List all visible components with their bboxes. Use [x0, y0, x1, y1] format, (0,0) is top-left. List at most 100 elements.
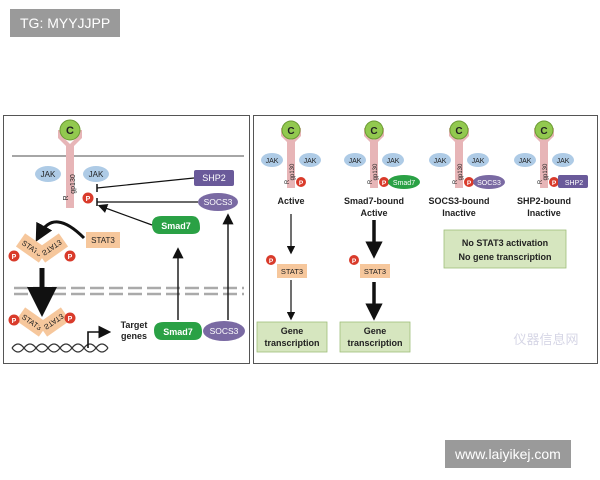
state-line1: SHP2-bound	[517, 196, 571, 206]
website-badge: www.laiyikej.com	[445, 440, 571, 468]
receptor-phospho	[464, 177, 474, 187]
svg-text:P: P	[68, 254, 73, 261]
receptor-gp130-label: gp130	[290, 163, 296, 180]
channel-text: TG: MYYJJPP	[20, 15, 111, 31]
receptor-phospho-label: P	[552, 180, 557, 187]
socs3-top-label: SOCS3	[204, 197, 233, 207]
receptor-r-label: R	[368, 179, 374, 184]
jak-label: JAK	[434, 158, 447, 165]
stat3-free	[86, 232, 120, 248]
receptor-gp130-label: gp130	[543, 163, 549, 180]
smad7-bottom	[154, 322, 202, 340]
gp130-receptor	[58, 130, 82, 208]
cytokine-ligand	[364, 120, 384, 140]
jak-label: JAK	[519, 158, 532, 165]
socs3-bottom	[203, 321, 245, 341]
svg-text:STAT3: STAT3	[364, 267, 386, 276]
receptor-phospho	[296, 177, 306, 187]
state-line2: Inactive	[527, 208, 561, 218]
jak	[344, 153, 366, 167]
jak	[429, 153, 451, 167]
socs3-top	[198, 193, 238, 211]
jak-right-label: JAK	[89, 170, 104, 179]
jak-label: JAK	[472, 158, 485, 165]
transcription-start-arrow	[87, 325, 112, 348]
smad7-top	[152, 216, 200, 234]
jak	[382, 153, 404, 167]
jak-label: JAK	[387, 158, 400, 165]
state-line2: Inactive	[442, 208, 476, 218]
bound-label: SOCS3	[477, 180, 501, 187]
jak	[514, 153, 536, 167]
channel-badge: TG: MYYJJPP	[10, 9, 121, 37]
left-pathway-diagram: C JAK JAK R gp130 P SHP2 SOCS3 Smad7 STA…	[8, 119, 245, 353]
no-activation-box	[443, 229, 567, 269]
smad7-binding-arrow	[97, 203, 153, 226]
cytokine-ligand	[449, 120, 469, 140]
state-line1: Smad7-bound	[344, 196, 404, 206]
col2-stat3	[360, 264, 390, 278]
receptor-phospho	[82, 192, 94, 204]
receptor-phospho-label: P	[86, 196, 91, 203]
svg-text:P: P	[12, 318, 17, 325]
cytokine-label: C	[370, 126, 377, 137]
receptor-r-label: R	[538, 179, 544, 184]
target-genes-line1: Target	[121, 320, 148, 330]
svg-text:P: P	[269, 258, 274, 265]
jak-label: JAK	[557, 158, 570, 165]
dimer-upper-phospho-b	[64, 250, 76, 262]
jak-label: JAK	[349, 158, 362, 165]
receptor-phospho	[379, 177, 389, 187]
stat3-dimer-lower-a: STAT3	[15, 307, 49, 337]
receptor-gp130-label: gp130	[70, 174, 77, 194]
bound-smad7	[388, 175, 420, 189]
socs3-bottom-label: SOCS3	[210, 326, 239, 336]
jak-right	[83, 166, 109, 182]
cytokine-label: C	[455, 126, 462, 137]
receptor-phospho	[549, 177, 559, 187]
jak	[261, 153, 283, 167]
receptor-r-label: R	[285, 179, 291, 184]
cytokine-ligand	[281, 120, 301, 140]
svg-text:P: P	[68, 316, 73, 323]
watermark-text: 仪器信息网	[513, 332, 578, 347]
cytokine-ligand	[59, 119, 81, 141]
col2-stat3-phospho	[349, 255, 359, 265]
svg-text:Gene: Gene	[364, 326, 387, 336]
receptor-phospho-label: P	[467, 180, 472, 187]
svg-text:transcription: transcription	[347, 338, 402, 348]
stat3-dimer-lower-b: STAT3	[37, 307, 71, 337]
jak	[467, 153, 489, 167]
cytokine-label: C	[287, 126, 294, 137]
left-pathway-panel: C JAK JAK R gp130 P SHP2 SOCS3 Smad7 STA…	[3, 115, 250, 364]
col1-gene-box	[256, 321, 328, 353]
stat3-recruit-arrow	[35, 220, 86, 242]
dna-strand	[11, 343, 109, 353]
smad7-top-label: Smad7	[161, 221, 191, 231]
jak	[299, 153, 321, 167]
jak-left-label: JAK	[41, 170, 56, 179]
receptor-gp130-label: gp130	[373, 163, 379, 180]
cytokine-label: C	[540, 126, 547, 137]
shp2-box	[194, 170, 234, 186]
svg-text:transcription: transcription	[264, 338, 319, 348]
no-activation-line1: No STAT3 activation	[462, 238, 548, 248]
dimer-upper-phospho-a	[8, 250, 20, 262]
jak-label: JAK	[266, 158, 279, 165]
dimer-lower-phospho-a	[8, 314, 20, 326]
jak-label: JAK	[304, 158, 317, 165]
state-line1: Active	[277, 196, 304, 206]
state-line2: Active	[360, 208, 387, 218]
stat3-free-label: STAT3	[91, 236, 115, 245]
cytokine-label: C	[66, 125, 74, 137]
smad7-bottom-label: Smad7	[163, 327, 193, 337]
shp2-label: SHP2	[202, 173, 226, 183]
dimer-lower-phospho-b	[64, 312, 76, 324]
shp2-inhibition-line	[96, 177, 195, 189]
svg-text:Gene: Gene	[281, 326, 304, 336]
